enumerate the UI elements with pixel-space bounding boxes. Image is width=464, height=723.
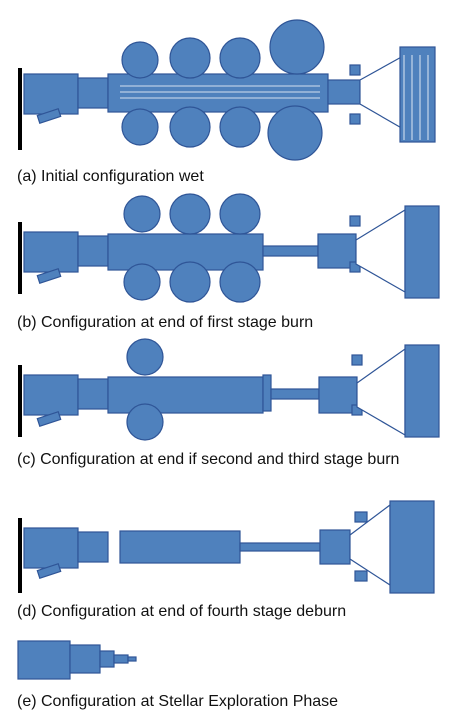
stage-e: (e) Configuration at Stellar Exploration… xyxy=(0,627,464,723)
caption-e: (e) Configuration at Stellar Exploration… xyxy=(17,693,339,710)
caption-b: (b) Configuration at end of first stage … xyxy=(17,314,314,331)
spacecraft-c-diagram xyxy=(18,338,440,441)
caption-c: (c) Configuration at end if second and t… xyxy=(17,451,400,468)
stage-d: (d) Configuration at end of fourth stage… xyxy=(0,475,464,627)
stage-c: (c) Configuration at end if second and t… xyxy=(0,335,464,475)
spacecraft-e-diagram xyxy=(17,640,137,680)
caption-a: (a) Initial configuration wet xyxy=(17,168,204,185)
stage-b: (b) Configuration at end of first stage … xyxy=(0,190,464,335)
spacecraft-b-diagram xyxy=(18,193,440,303)
spacecraft-a-diagram xyxy=(18,19,436,161)
stage-a: (a) Initial configuration wet xyxy=(0,0,464,190)
caption-d: (d) Configuration at end of fourth stage… xyxy=(17,603,347,620)
spacecraft-d-diagram xyxy=(18,500,435,594)
